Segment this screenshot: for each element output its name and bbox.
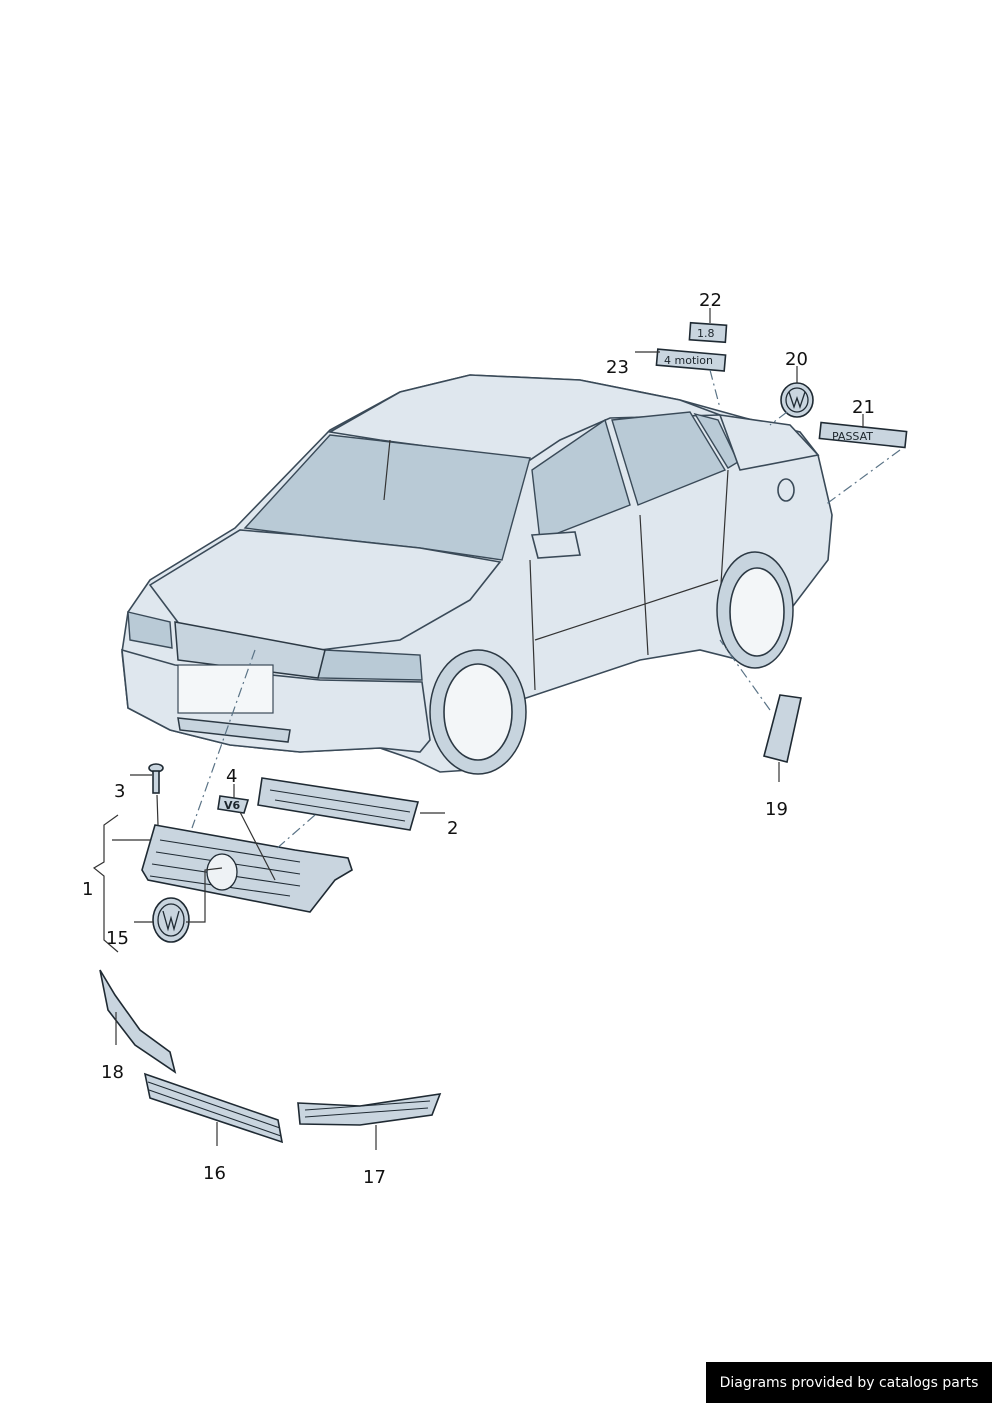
badge-23: 4 motion bbox=[655, 348, 727, 372]
badge-21: PASSAT bbox=[818, 421, 908, 449]
vw-emblem-rear bbox=[780, 382, 814, 418]
grille-side-18 bbox=[99, 969, 177, 1074]
callout-19: 19 bbox=[765, 799, 788, 820]
reference-lines bbox=[191, 369, 901, 851]
badge-4-text: V6 bbox=[224, 799, 241, 812]
watermark-banner: Diagrams provided by catalogs parts bbox=[706, 1362, 992, 1403]
grille-insert-2 bbox=[257, 777, 420, 831]
callout-20: 20 bbox=[785, 349, 808, 370]
screw-3 bbox=[148, 763, 164, 794]
callout-4: 4 bbox=[226, 766, 237, 787]
callout-17: 17 bbox=[363, 1167, 386, 1188]
leader-lines bbox=[92, 308, 864, 1150]
car-illustration bbox=[121, 374, 833, 775]
badge-22-text: 1.8 bbox=[697, 327, 715, 340]
callout-18: 18 bbox=[101, 1062, 124, 1083]
callout-23: 23 bbox=[606, 357, 629, 378]
callout-2: 2 bbox=[447, 818, 458, 839]
vw-emblem-front-15 bbox=[152, 897, 190, 943]
callout-1: 1 bbox=[82, 879, 93, 900]
radiator-grille-1 bbox=[141, 824, 353, 913]
grille-lower-16 bbox=[143, 1072, 284, 1144]
callout-22: 22 bbox=[699, 290, 722, 311]
callout-labels: 22 23 20 21 19 2 4 3 1 15 18 16 17 bbox=[82, 290, 875, 1188]
badge-v6-4: V6 bbox=[217, 795, 250, 814]
callout-3: 3 bbox=[114, 781, 125, 802]
trim-strip-19 bbox=[763, 694, 802, 763]
callout-16: 16 bbox=[203, 1163, 226, 1184]
grille-lower-17 bbox=[297, 1093, 442, 1126]
badge-21-text: PASSAT bbox=[832, 430, 873, 443]
callout-21: 21 bbox=[852, 397, 875, 418]
badge-23-text: 4 motion bbox=[664, 354, 713, 367]
callout-15: 15 bbox=[106, 928, 129, 949]
badge-22: 1.8 bbox=[688, 321, 728, 344]
